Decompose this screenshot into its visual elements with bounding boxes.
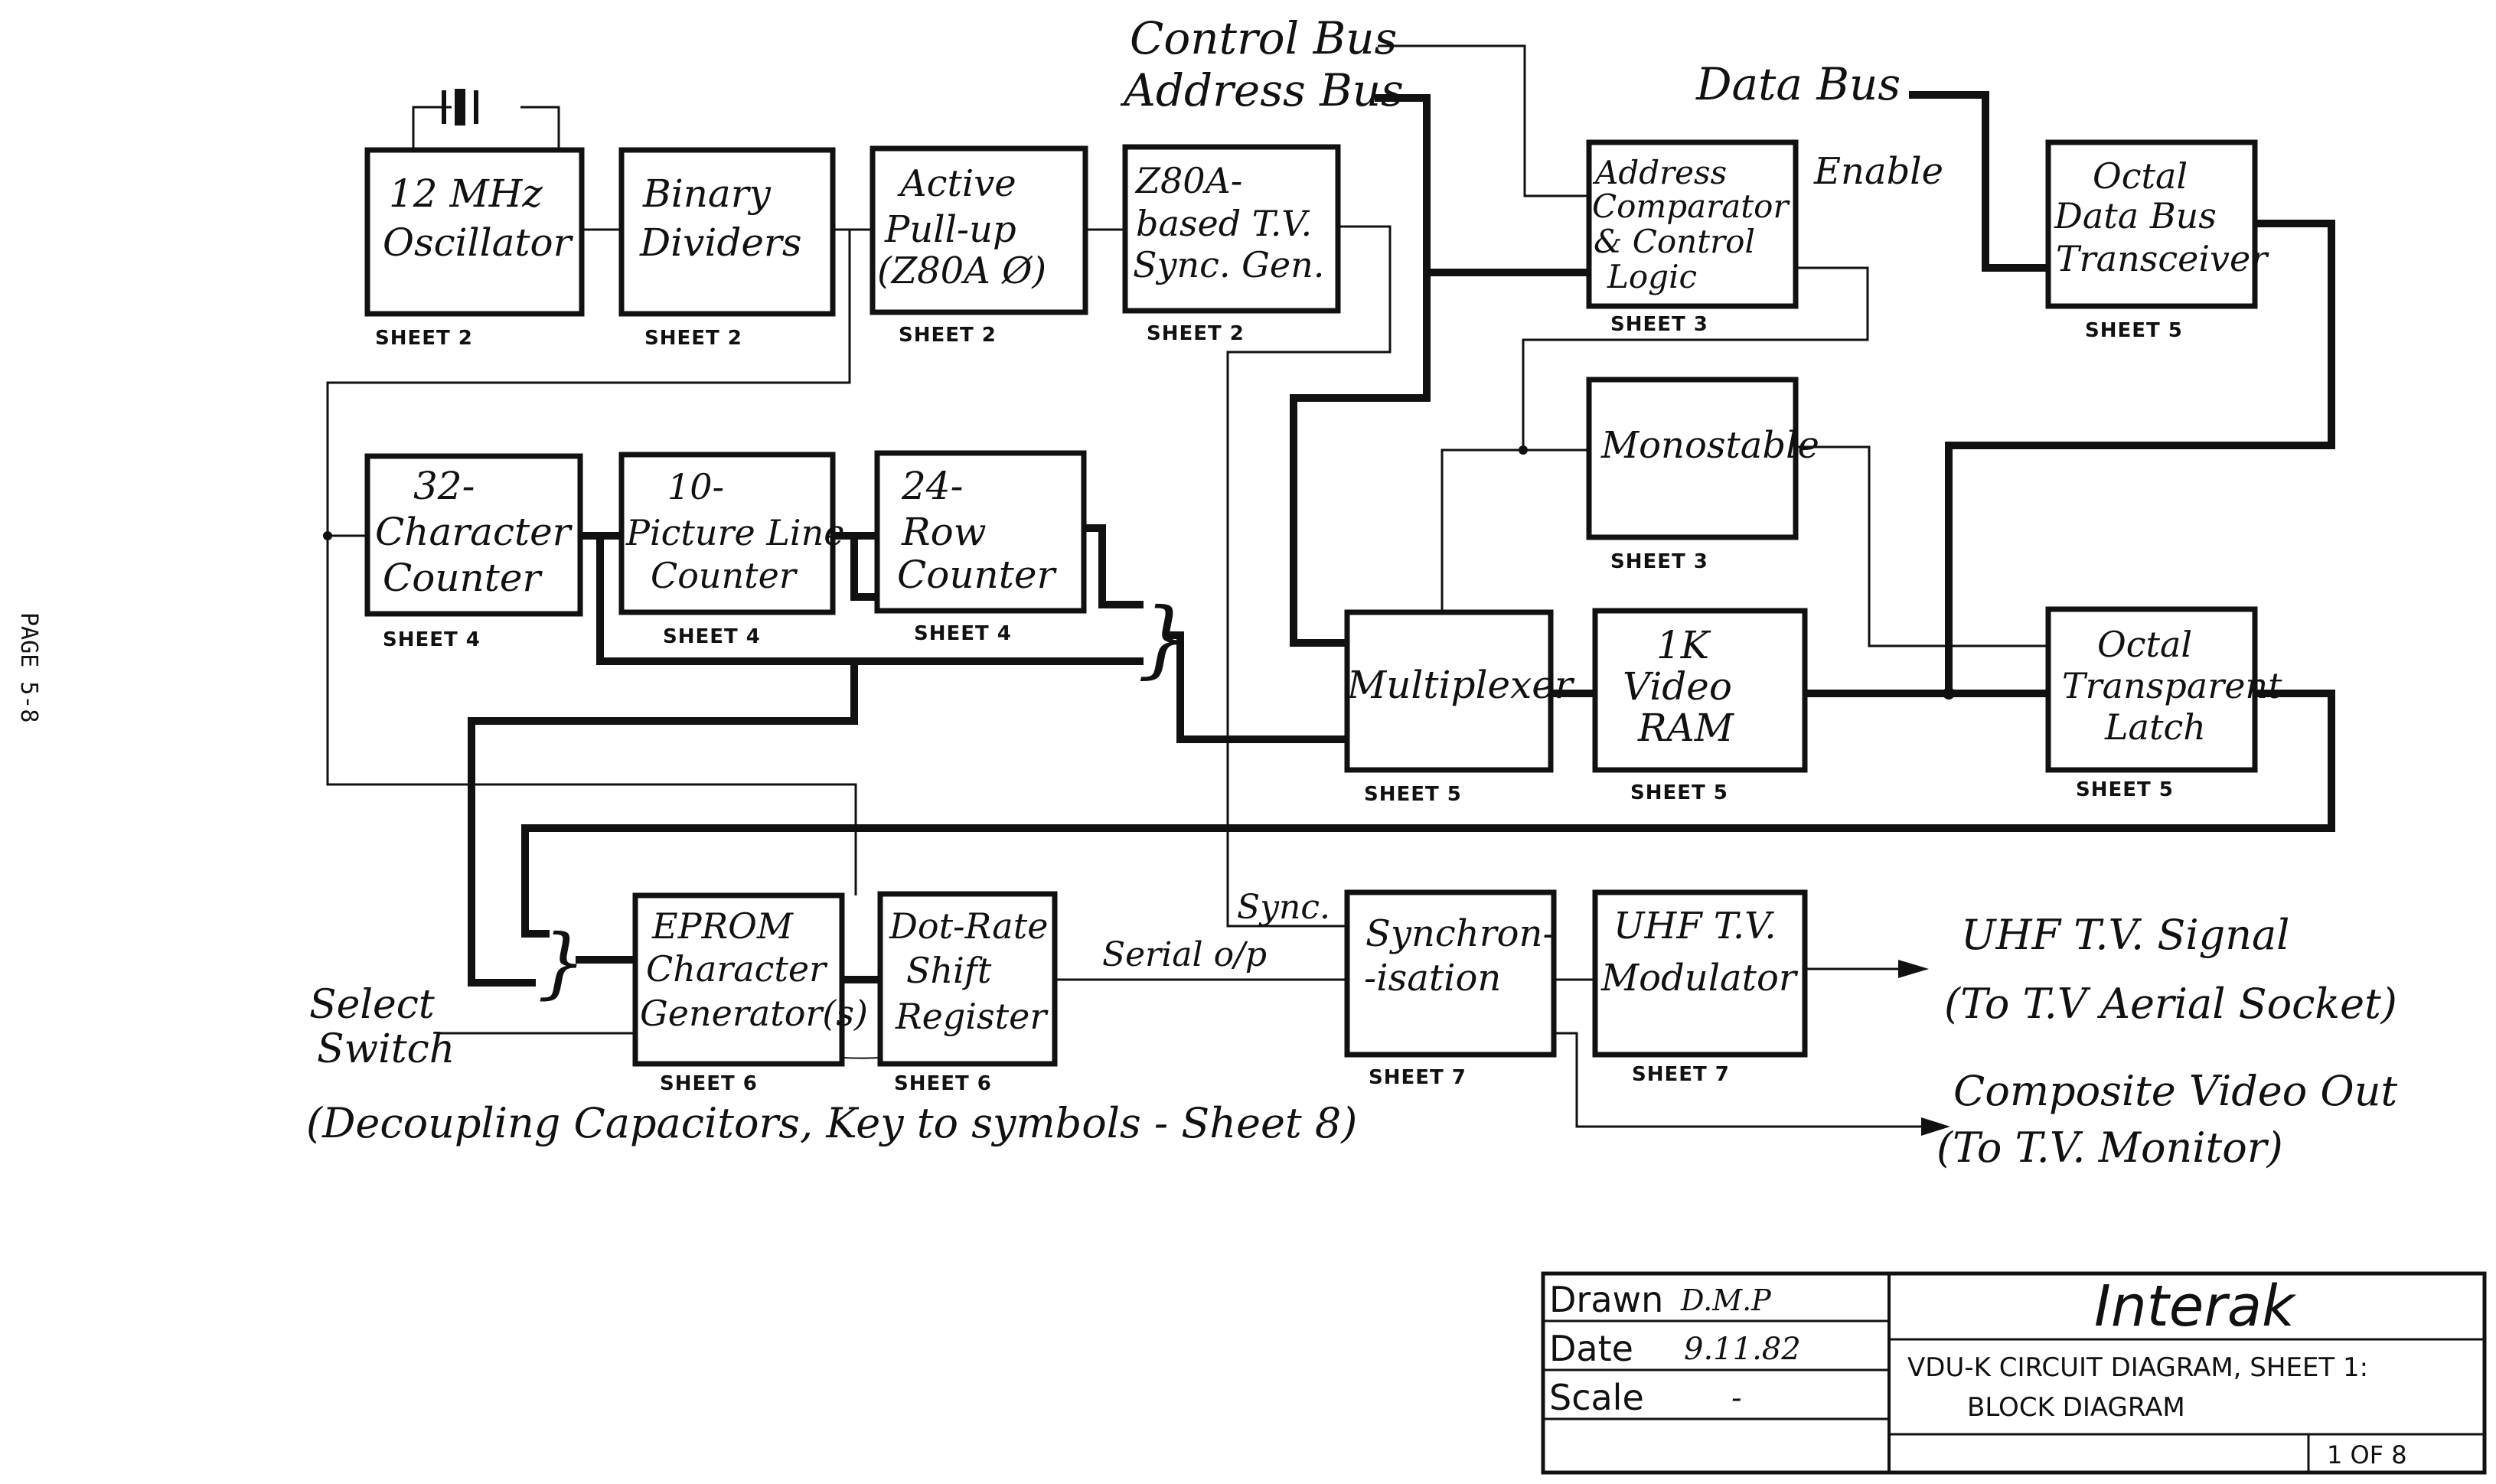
block-synchronisation: Synchron--isation SHEET 7 <box>1344 889 1557 1089</box>
composite-video-label: Composite Video Out(To T.V. Monitor) <box>1936 1067 2397 1172</box>
block-uhf-tv-modulator: UHF T.V.Modulator SHEET 7 <box>1592 889 1808 1086</box>
serial-op-label: Serial o/p <box>1102 935 1267 974</box>
svg-text:SHEET 5: SHEET 5 <box>1630 781 1728 804</box>
thin-wires <box>323 44 2048 1136</box>
block-multiplexer: Multiplexer SHEET 5 <box>1344 609 1575 806</box>
svg-text:SHEET 5: SHEET 5 <box>2076 778 2174 801</box>
brace-counters: } <box>1137 589 1191 687</box>
svg-text:SHEET 4: SHEET 4 <box>914 622 1012 645</box>
svg-text:Z80A-based T.V.Sync. Gen.: Z80A-based T.V.Sync. Gen. <box>1133 160 1324 285</box>
drawing-title: VDU-K CIRCUIT DIAGRAM, SHEET 1: BLOCK DI… <box>1907 1352 2377 1423</box>
svg-text:SHEET 6: SHEET 6 <box>894 1072 992 1095</box>
svg-text:SHEET 3: SHEET 3 <box>1610 550 1708 573</box>
svg-text:SHEET 3: SHEET 3 <box>1610 313 1708 336</box>
brace-eprom: } <box>537 918 586 1007</box>
date-value: 9.11.82 <box>1684 1332 1801 1367</box>
svg-text:SHEET 2: SHEET 2 <box>899 324 997 347</box>
drawn-value: D.M.P <box>1680 1283 1772 1317</box>
svg-text:SHEET 4: SHEET 4 <box>383 628 481 651</box>
address-bus-label: Address Bus <box>1120 64 1404 116</box>
data-bus-label: Data Bus <box>1695 58 1901 110</box>
title-block: Drawn D.M.P Date 9.11.82 Scale - Interak… <box>1541 1271 2487 1475</box>
svg-text:SHEET 2: SHEET 2 <box>1147 322 1245 345</box>
svg-text:SHEET 5: SHEET 5 <box>2085 319 2183 342</box>
svg-text:Synchron--isation: Synchron--isation <box>1364 912 1555 1000</box>
svg-text:SHEET 2: SHEET 2 <box>644 327 742 350</box>
svg-text:SHEET 7: SHEET 7 <box>1632 1063 1730 1086</box>
svg-text:SHEET 5: SHEET 5 <box>1364 783 1462 806</box>
svg-text:Monostable: Monostable <box>1600 424 1819 467</box>
date-label: Date <box>1549 1328 1633 1369</box>
page-label: PAGE 5-8 <box>15 612 42 723</box>
drawn-label: Drawn <box>1549 1279 1663 1320</box>
svg-text:SHEET 2: SHEET 2 <box>375 327 473 350</box>
svg-text:SHEET 7: SHEET 7 <box>1369 1066 1467 1089</box>
enable-label: Enable <box>1813 150 1943 193</box>
scale-label: Scale <box>1549 1377 1644 1418</box>
svg-text:UHF T.V.Modulator: UHF T.V.Modulator <box>1600 905 1799 1000</box>
bus-lines <box>468 91 2335 987</box>
svg-text:Multiplexer: Multiplexer <box>1346 663 1575 707</box>
sheet-of: 1 OF 8 <box>2327 1440 2407 1469</box>
company-name: Interak <box>2094 1274 2297 1339</box>
block-z80a-sync-gen: Z80A-based T.V.Sync. Gen. SHEET 2 <box>1122 144 1341 345</box>
uhf-signal-label: UHF T.V. Signal(To T.V Aerial Socket) <box>1944 911 2397 1028</box>
svg-text:SHEET 6: SHEET 6 <box>660 1072 758 1095</box>
scale-value: - <box>1731 1381 1742 1416</box>
block-monostable: Monostable SHEET 3 <box>1586 377 1819 573</box>
svg-text:SHEET 4: SHEET 4 <box>663 625 761 648</box>
control-bus-label: Control Bus <box>1130 12 1397 64</box>
decoupling-note: (Decoupling Capacitors, Key to symbols -… <box>306 1099 1357 1147</box>
sync-label: Sync. <box>1237 888 1330 927</box>
